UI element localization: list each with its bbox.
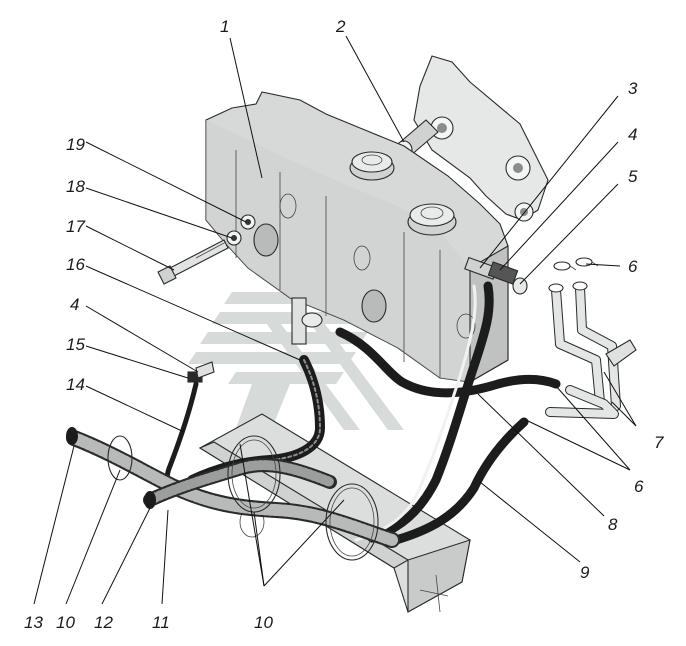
callout-16: 16 <box>66 255 85 274</box>
callout-4-top: 4 <box>628 125 637 144</box>
callout-18: 18 <box>66 177 85 196</box>
callout-15: 15 <box>66 335 85 354</box>
hose-clamps <box>553 257 599 271</box>
callout-19: 19 <box>66 135 85 154</box>
tank-fittings <box>464 256 528 295</box>
callout-1: 1 <box>220 17 229 36</box>
metal-pipes <box>545 281 637 419</box>
callout-4-left: 4 <box>70 295 79 314</box>
mounting-bolt <box>157 239 229 285</box>
callout-5: 5 <box>628 167 638 186</box>
callout-6-bottom: 6 <box>634 477 644 496</box>
callout-8: 8 <box>608 515 618 534</box>
corrugated-hoses <box>66 427 400 548</box>
callout-labels: 1 2 3 4 5 6 7 6 8 9 19 18 17 16 4 15 14 … <box>24 17 664 632</box>
mounting-bracket <box>413 55 549 222</box>
callout-3: 3 <box>628 79 638 98</box>
callout-10-bottom: 10 <box>254 613 273 632</box>
washer <box>240 214 256 230</box>
callout-14: 14 <box>66 375 85 394</box>
callout-7: 7 <box>654 433 664 452</box>
callout-11: 11 <box>152 613 170 632</box>
leader-lines <box>33 35 637 605</box>
callout-6-top: 6 <box>628 257 638 276</box>
callout-13: 13 <box>24 613 43 632</box>
callout-10-left: 10 <box>56 613 75 632</box>
callout-9: 9 <box>580 563 590 582</box>
callout-12: 12 <box>94 613 113 632</box>
support-rings <box>107 435 379 561</box>
pressure-cap <box>407 203 457 236</box>
callout-2: 2 <box>335 17 346 36</box>
filler-cap <box>349 151 395 181</box>
washer <box>226 230 242 246</box>
tank-outlet-pipe <box>291 297 323 345</box>
callout-17: 17 <box>66 217 85 236</box>
